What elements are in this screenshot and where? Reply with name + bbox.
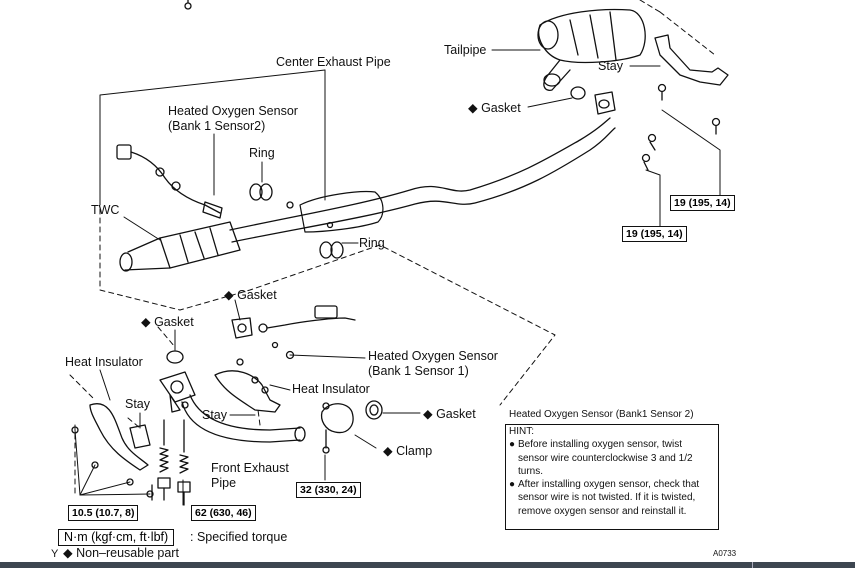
label-heat-insulator-mid: Heat Insulator [292, 382, 370, 396]
springs-bolts [71, 419, 191, 506]
hint-title: Heated Oxygen Sensor (Bank1 Sensor 2) [509, 409, 694, 420]
rear-gasket [570, 86, 616, 115]
top-bolt [184, 0, 192, 10]
bar-separator [752, 562, 753, 568]
torque-spec-heat-insulator: 10.5 (10.7, 8) [68, 505, 139, 521]
rear-bolts [641, 133, 657, 171]
label-ho2-b1s1-line1: Heated Oxygen Sensor [368, 349, 498, 363]
stay-bracket-top [654, 34, 729, 135]
leader-lines [74, 49, 721, 506]
torque-spec-rear-lower: 19 (195, 14) [622, 226, 687, 242]
bottom-status-bar [0, 562, 855, 568]
label-ho2-b1s1-line2: (Bank 1 Sensor 1) [368, 364, 469, 378]
label-gasket-right: ◆ Gasket [423, 407, 476, 421]
hint-head: HINT: [509, 426, 534, 437]
label-heat-insulator-left: Heat Insulator [65, 355, 143, 369]
label-gasket-top: ◆ Gasket [468, 101, 521, 115]
torque-spec-rear-upper: 19 (195, 14) [670, 195, 735, 211]
front-sensor-parts [166, 305, 356, 364]
hint-item-2: ● After installing oxygen sensor, check … [506, 478, 718, 518]
label-ring-top: Ring [249, 146, 275, 160]
label-front-exhaust-pipe-line1: Front Exhaust [211, 461, 289, 475]
front-exhaust-pipe [159, 371, 306, 443]
dashed-guides [69, 0, 716, 496]
torque-spec-clamp: 32 (330, 24) [296, 482, 361, 498]
heat-insulator-mid [214, 358, 281, 413]
label-tailpipe: Tailpipe [444, 43, 487, 57]
ho2-sensor-b1s2 [116, 144, 223, 219]
label-stay-top: Stay [598, 59, 624, 73]
label-ho2-b1s2-line2: (Bank 1 Sensor2) [168, 119, 266, 133]
hint-box: HINT: ● Before installing oxygen sensor,… [505, 424, 719, 530]
label-stay-left: Stay [125, 397, 151, 411]
bullet-icon: ● [509, 479, 516, 491]
torque-legend-box: N·m (kgf·cm, ft·lbf) [58, 529, 175, 546]
label-gasket-left: ◆ Gasket [141, 315, 194, 329]
muffler [537, 8, 646, 91]
label-front-exhaust-pipe-line2: Pipe [211, 476, 237, 490]
heat-insulator-left [89, 403, 151, 471]
non-reusable-prefix: Y [51, 548, 59, 560]
hint-item-2-text: After installing oxygen sensor, check th… [518, 479, 700, 517]
figure-code: A0733 [713, 549, 737, 558]
hint-item-1: ● Before installing oxygen sensor, twist… [506, 438, 718, 478]
label-twc: TWC [91, 203, 120, 217]
label-clamp: ◆ Clamp [383, 444, 433, 458]
twc-converter [119, 221, 241, 272]
label-ring-mid: Ring [359, 236, 385, 250]
center-exhaust-pipe [229, 117, 616, 243]
label-stay-mid: Stay [202, 408, 228, 422]
label-gasket-mid: ◆ Gasket [224, 288, 277, 302]
gasket-right-clamp [320, 400, 383, 454]
torque-spec-front-pipe: 62 (630, 46) [191, 505, 256, 521]
label-center-exhaust-pipe: Center Exhaust Pipe [276, 55, 391, 69]
non-reusable-legend: ◆ Non–reusable part [63, 546, 179, 560]
hint-item-1-text: Before installing oxygen sensor, twist s… [518, 439, 693, 477]
torque-legend-desc: : Specified torque [190, 530, 288, 544]
bullet-icon: ● [509, 439, 516, 451]
ring-parts [249, 183, 344, 259]
torque-legend-units: N·m (kgf·cm, ft·lbf) [64, 530, 169, 544]
label-ho2-b1s2-line1: Heated Oxygen Sensor [168, 104, 298, 118]
